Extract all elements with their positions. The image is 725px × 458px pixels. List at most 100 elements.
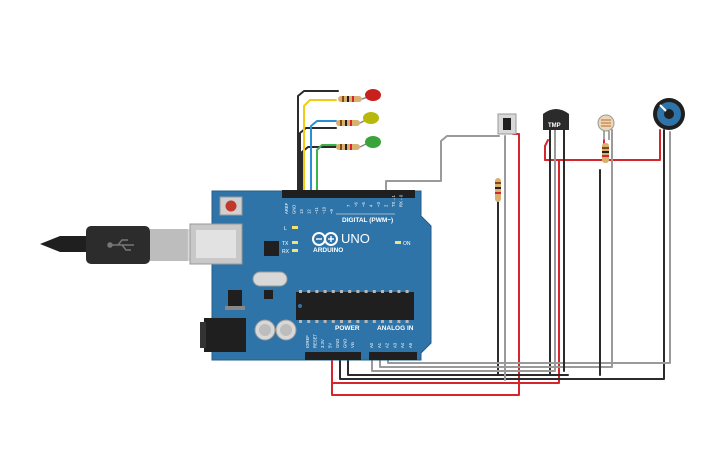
power-pin-label: RESET — [313, 334, 318, 348]
power-header — [305, 352, 361, 360]
mcu-pin — [323, 290, 327, 293]
board-model: UNO — [341, 231, 370, 246]
wire-led-ground[interactable] — [297, 90, 339, 193]
digital-pin-label: GND — [292, 205, 297, 214]
analog-pin-label: A4 — [400, 342, 405, 348]
wire-gray-a1[interactable] — [379, 129, 613, 368]
digital-pin-label: 12 — [307, 209, 312, 214]
mcu-pin — [389, 290, 393, 293]
led-yellow[interactable] — [336, 112, 379, 126]
temperature-sensor[interactable]: TMP — [543, 109, 569, 130]
voltage-regulator — [225, 290, 245, 310]
digital-label: DIGITAL (PWM~) — [342, 217, 393, 224]
digital-pin-label: ~6 — [354, 202, 359, 207]
power-pin-label: IOREF — [305, 335, 310, 348]
power-pin-label: GND — [335, 339, 340, 348]
digital-pin-label: ~11 — [314, 207, 319, 214]
analog-pin-label: A0 — [369, 342, 374, 348]
digital-pin-label: RX←0 — [399, 194, 404, 207]
digital-pin-label: 2 — [384, 204, 389, 207]
capacitors — [254, 319, 297, 341]
mcu-pin — [356, 290, 360, 293]
digital-pin-label: AREF — [284, 202, 289, 214]
digital-pin-label: ~9 — [329, 209, 334, 214]
digital-pin-label: ~3 — [376, 202, 381, 207]
mcu-pin — [405, 320, 409, 323]
power-label: POWER — [335, 325, 360, 332]
potentiometer[interactable] — [653, 98, 685, 130]
led-label-l: L — [284, 226, 287, 232]
arduino-logo — [312, 232, 338, 246]
power-pin-label: 5V — [328, 343, 333, 348]
led-label-tx: TX — [282, 241, 289, 247]
mcu-pin — [397, 290, 401, 293]
analog-header — [369, 352, 417, 360]
wire-yellow-pin13[interactable] — [303, 99, 337, 193]
digital-pin-label: 7 — [346, 204, 351, 207]
digital-pin-label: 4 — [369, 204, 374, 207]
pulldown-resistor[interactable] — [495, 178, 501, 202]
mcu-pin — [315, 290, 319, 293]
mcu-pin — [381, 320, 384, 323]
wire-red-pot[interactable] — [544, 129, 661, 161]
small-chip — [264, 290, 273, 299]
wire-gray-button[interactable] — [385, 135, 500, 193]
photoresistor[interactable] — [597, 114, 615, 140]
wire-black-gnd[interactable] — [339, 129, 665, 380]
usb-icon — [107, 239, 134, 251]
usb-chip — [264, 241, 279, 256]
mcu-pin — [348, 290, 352, 293]
analog-pin-label: A2 — [385, 342, 390, 348]
wire-gray-a0[interactable] — [371, 129, 556, 372]
mcu-pin — [381, 290, 384, 293]
mcu-pin — [364, 290, 368, 293]
power-pin-label: Vin — [350, 341, 355, 348]
analog-label: ANALOG IN — [377, 325, 414, 332]
analog-pin-label: A1 — [377, 342, 382, 348]
mcu-pin — [307, 290, 311, 293]
mcu-pin — [364, 320, 368, 323]
wire-led-ground-branch-3[interactable] — [301, 146, 337, 193]
mcu-pin — [405, 290, 409, 293]
mcu-pin — [372, 290, 376, 293]
mcu-pin — [299, 320, 302, 323]
pushbutton[interactable] — [497, 113, 517, 135]
wire-green-pin11[interactable] — [316, 144, 337, 193]
power-pin-label: 3.3V — [320, 339, 325, 348]
on-label: ON — [403, 241, 411, 247]
led-label-rx: RX — [282, 249, 290, 255]
mcu-pin — [397, 320, 401, 323]
mcu-pin — [340, 320, 343, 323]
mcu-pin — [307, 320, 311, 323]
led-red[interactable] — [338, 89, 381, 102]
mcu-pin — [348, 320, 352, 323]
onboard-leds: L TX RX ON — [282, 226, 411, 255]
mcu-pin — [372, 320, 376, 323]
power-jack[interactable] — [200, 318, 246, 352]
led-green[interactable] — [336, 136, 381, 150]
mcu-pin — [299, 290, 302, 293]
power-pin-label: GND — [343, 339, 348, 348]
reset-button[interactable] — [219, 196, 243, 216]
mcu-pin — [356, 320, 360, 323]
mcu-pin — [323, 320, 327, 323]
digital-pin-label: ~5 — [361, 202, 366, 207]
digital-header — [282, 190, 415, 198]
mcu-pin — [331, 320, 335, 323]
mcu-pin — [315, 320, 319, 323]
sensor-label: TMP — [548, 123, 561, 129]
wire-blue-pin12[interactable] — [310, 120, 337, 193]
mcu-pin — [331, 290, 335, 293]
mcu-pin — [340, 290, 343, 293]
digital-pin-label: ~10 — [322, 206, 327, 214]
wire-black-gnd-2[interactable] — [347, 201, 499, 376]
mcu-pin — [389, 320, 393, 323]
digital-pin-label: TX→1 — [391, 194, 396, 207]
crystal — [252, 271, 288, 287]
analog-pin-label: A5 — [408, 342, 413, 348]
ldr-resistor[interactable] — [602, 143, 609, 163]
